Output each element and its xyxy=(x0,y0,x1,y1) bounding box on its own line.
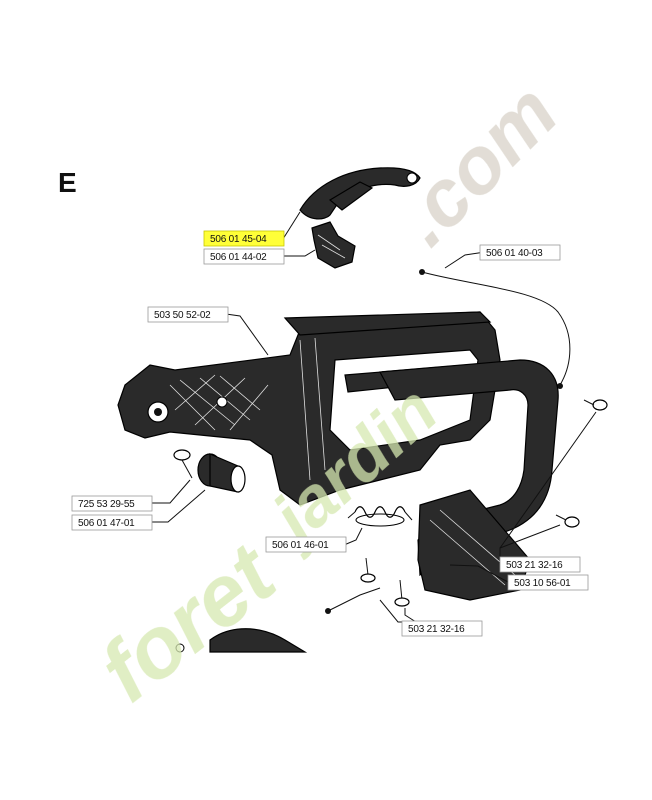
spring xyxy=(347,506,413,527)
svg-text:506 01 44-02: 506 01 44-02 xyxy=(210,252,267,263)
lower-linkage xyxy=(325,587,381,614)
callout-725-53-29-55[interactable]: 725 53 29-55 xyxy=(71,495,153,512)
callout-506-01-44-02[interactable]: 506 01 44-02 xyxy=(203,248,285,265)
svg-text:506 01 47-01: 506 01 47-01 xyxy=(78,518,135,529)
throttle-trigger xyxy=(311,221,356,269)
svg-text:503 50 52-02: 503 50 52-02 xyxy=(154,310,211,321)
watermark-com: .com xyxy=(379,67,574,262)
screw-4 xyxy=(360,557,376,583)
watermark-foret: foret xyxy=(83,525,295,720)
callout-503-50-52-02[interactable]: 503 50 52-02 xyxy=(147,306,229,323)
bottom-part xyxy=(175,628,308,653)
svg-text:506 01 45-04: 506 01 45-04 xyxy=(210,234,267,245)
svg-text:503 21 32-16: 503 21 32-16 xyxy=(408,624,465,635)
screw-1 xyxy=(173,449,193,479)
callout-503-10-56-01[interactable]: 503 10 56-01 xyxy=(507,574,589,591)
callout-503-21-32-16-right[interactable]: 503 21 32-16 xyxy=(499,556,581,573)
screw-5 xyxy=(394,579,410,607)
svg-text:725 53 29-55: 725 53 29-55 xyxy=(78,499,135,510)
throttle-lever xyxy=(299,167,421,220)
section-letter: E xyxy=(58,167,77,198)
buffer xyxy=(197,453,246,493)
callout-503-21-32-16-bottom[interactable]: 503 21 32-16 xyxy=(401,620,483,637)
callout-506-01-46-01[interactable]: 506 01 46-01 xyxy=(265,536,347,553)
svg-text:506 01 40-03: 506 01 40-03 xyxy=(486,248,543,259)
svg-text:503 21 32-16: 503 21 32-16 xyxy=(506,560,563,571)
screw-3 xyxy=(555,514,580,528)
svg-text:506 01 46-01: 506 01 46-01 xyxy=(272,540,329,551)
callout-506-01-45-04[interactable]: 506 01 45-04 xyxy=(203,230,285,247)
callout-506-01-40-03[interactable]: 506 01 40-03 xyxy=(479,244,561,261)
screw-2 xyxy=(583,399,608,411)
front-handle xyxy=(379,359,559,601)
svg-text:503 10 56-01: 503 10 56-01 xyxy=(514,578,571,589)
callout-506-01-47-01[interactable]: 506 01 47-01 xyxy=(71,514,153,531)
throttle-cable xyxy=(419,269,571,389)
